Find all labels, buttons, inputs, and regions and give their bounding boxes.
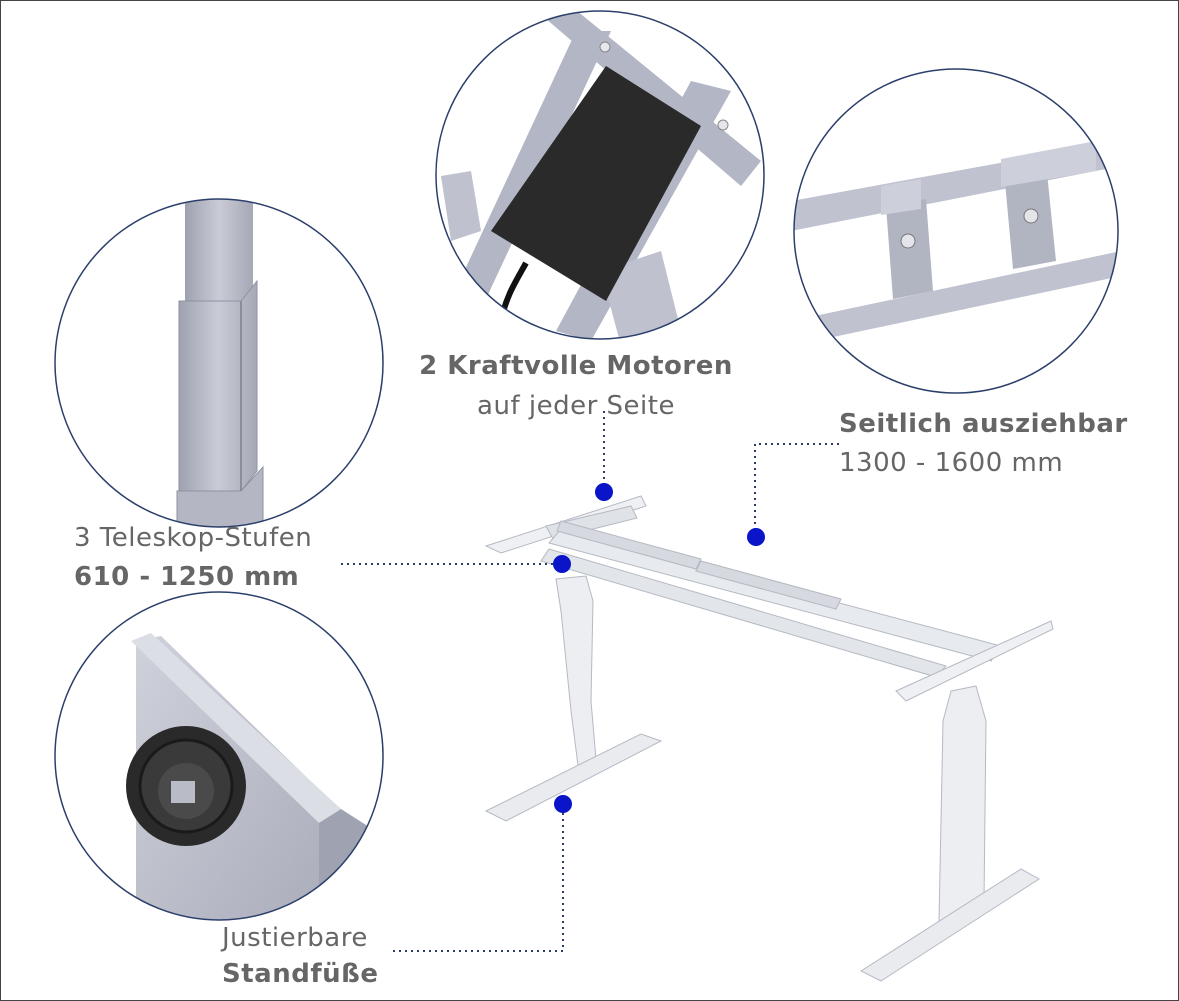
desk-frame bbox=[484, 495, 1054, 982]
extendable-subtitle: 1300 - 1600 mm bbox=[839, 448, 1064, 478]
detail-circle-extendable-rail bbox=[793, 68, 1119, 394]
connector-lines bbox=[341, 411, 839, 952]
marker-motors-icon bbox=[595, 483, 613, 501]
connector-feet bbox=[393, 813, 564, 952]
marker-telescopic-icon bbox=[553, 555, 571, 573]
motors-title: 2 Kraftvolle Motoren bbox=[419, 351, 733, 381]
markers bbox=[553, 483, 765, 813]
telescopic-subtitle: 610 - 1250 mm bbox=[74, 562, 300, 592]
detail-circle-telescopic-leg bbox=[54, 198, 384, 528]
feet-subtitle: Standfüße bbox=[222, 959, 379, 989]
marker-extendable-icon bbox=[747, 528, 765, 546]
telescopic-title: 3 Teleskop-Stufen bbox=[74, 523, 313, 553]
motors-subtitle: auf jeder Seite bbox=[477, 391, 675, 421]
marker-feet-icon bbox=[554, 795, 572, 813]
connector-extendable bbox=[754, 443, 839, 529]
feet-title: Justierbare bbox=[222, 923, 368, 953]
detail-circle-adjustable-foot bbox=[54, 591, 384, 921]
detail-circle-motor-box bbox=[435, 10, 765, 340]
extendable-title: Seitlich ausziehbar bbox=[839, 409, 1128, 439]
